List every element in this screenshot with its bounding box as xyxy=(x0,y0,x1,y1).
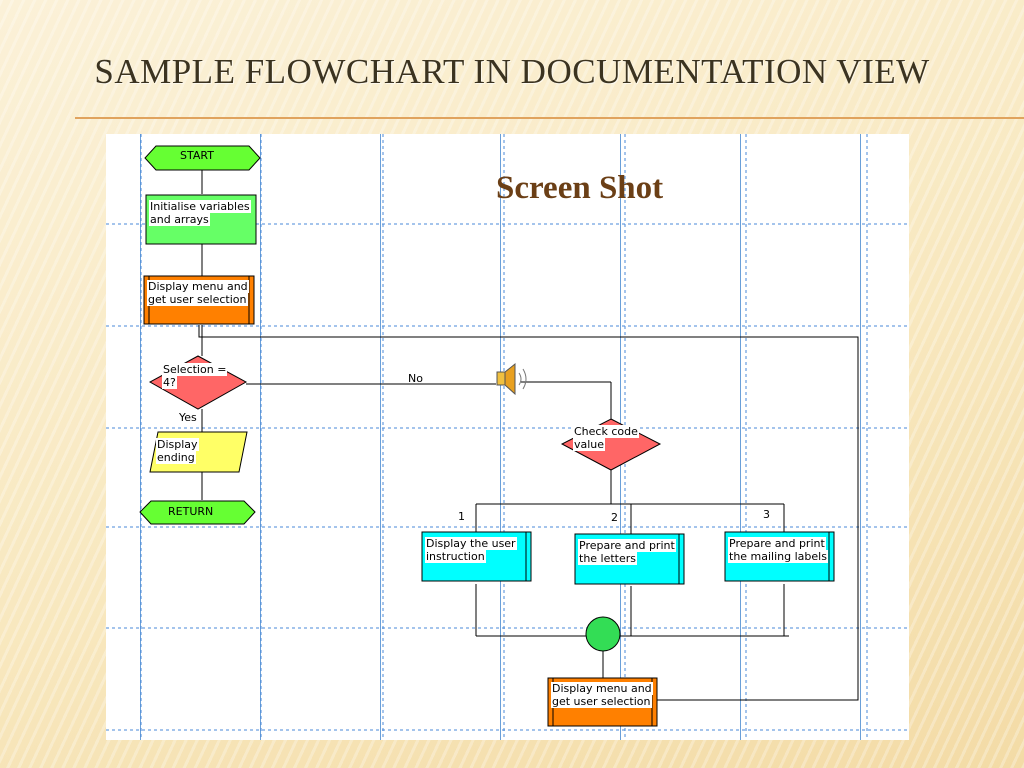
speaker-icon xyxy=(496,362,527,396)
junction-connector xyxy=(585,616,621,652)
display-ending-label-1: Display xyxy=(156,438,199,451)
branch-label-2: 2 xyxy=(611,511,618,524)
decision2-label-2: value xyxy=(573,438,606,451)
menu-bottom-label-2: get user selection xyxy=(551,695,652,708)
proc2-label-2: the letters xyxy=(578,552,638,565)
slide-title: SAMPLE FLOWCHART IN DOCUMENTATION VIEW xyxy=(94,52,930,91)
branch-label-3: 3 xyxy=(763,508,770,521)
connectors xyxy=(198,170,859,701)
proc1-label-2: instruction xyxy=(425,550,486,563)
start-terminator xyxy=(144,145,261,171)
menu-bottom-label-1: Display menu and xyxy=(551,682,653,695)
decision2-label-1: Check code xyxy=(573,425,639,438)
title-divider xyxy=(75,117,1024,119)
menu-top-label-1: Display menu and xyxy=(147,280,249,293)
proc3-label-1: Prepare and print xyxy=(728,537,826,550)
screen-shot-caption: Screen Shot xyxy=(496,170,664,206)
return-terminator xyxy=(139,500,256,525)
display-ending-label-2: ending xyxy=(156,451,196,464)
yes-label: Yes xyxy=(179,411,197,424)
decision1-label-1: Selection = xyxy=(162,363,228,376)
init-label-1: Initialise variables xyxy=(149,200,251,213)
flowchart-canvas: Screen Shot START Initialise variables a… xyxy=(106,134,909,740)
no-label: No xyxy=(408,372,423,385)
init-label-2: and arrays xyxy=(149,213,210,226)
proc1-label-1: Display the user xyxy=(425,537,517,550)
flowchart-svg xyxy=(106,134,909,740)
proc2-label-1: Prepare and print xyxy=(578,539,676,552)
decision1-label-2: 4? xyxy=(162,376,177,389)
return-label: RETURN xyxy=(168,505,214,518)
start-label: START xyxy=(180,149,214,162)
proc3-label-2: the mailing labels xyxy=(728,550,828,563)
branch-label-1: 1 xyxy=(458,510,465,523)
menu-top-label-2: get user selection xyxy=(147,293,248,306)
